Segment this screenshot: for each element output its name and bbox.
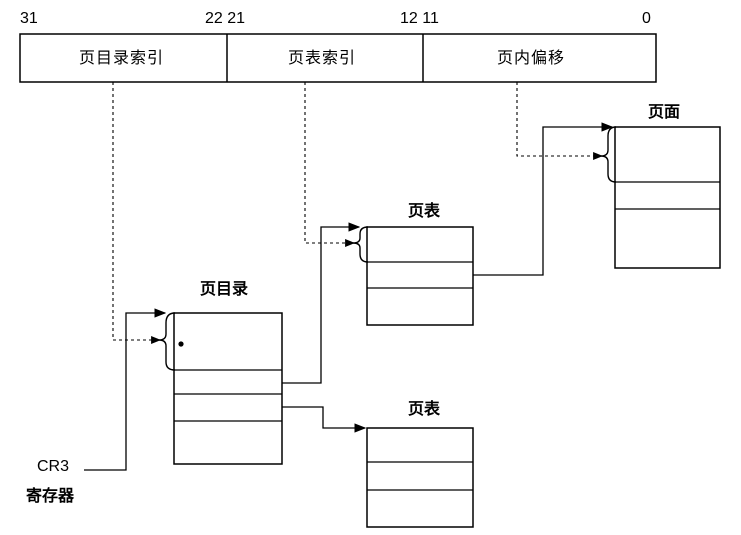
page-table-page: [614, 126, 721, 269]
page-table-lower-title: 页表: [408, 399, 441, 418]
cr3-pointer-arrow: [84, 308, 167, 471]
dir-entry-to-lower-table-arrow: [282, 406, 367, 433]
page-title: 页面: [648, 102, 681, 121]
bit-31-label: 31: [20, 10, 38, 27]
page-directory-table: [173, 312, 283, 465]
dir-index-arrow: [112, 82, 161, 344]
field-table-index: 页表索引: [288, 48, 357, 67]
field-dir-index: 页目录索引: [79, 48, 165, 67]
field-offset: 页内偏移: [497, 48, 566, 67]
page-table-upper-title: 页表: [408, 201, 441, 220]
dir-entry-to-table-arrow: [282, 222, 361, 384]
bit-22-21-label: 22 21: [205, 10, 246, 27]
page-table-lower: [366, 427, 474, 528]
brace-page: [600, 126, 617, 183]
brace-page-directory: [158, 312, 176, 371]
table-entry-to-page-arrow: [473, 122, 614, 276]
bit-0-label: 0: [642, 10, 651, 27]
cr3-label: CR3: [37, 458, 70, 475]
page-directory-title: 页目录: [200, 279, 249, 298]
page-table-upper: [366, 226, 474, 326]
brace-page-table: [352, 226, 369, 263]
linear-address-bar: [19, 33, 657, 83]
offset-arrow: [516, 82, 603, 160]
table-index-arrow: [304, 82, 355, 247]
bit-12-11-label: 12 11: [400, 10, 439, 27]
register-label: 寄存器: [26, 486, 75, 505]
